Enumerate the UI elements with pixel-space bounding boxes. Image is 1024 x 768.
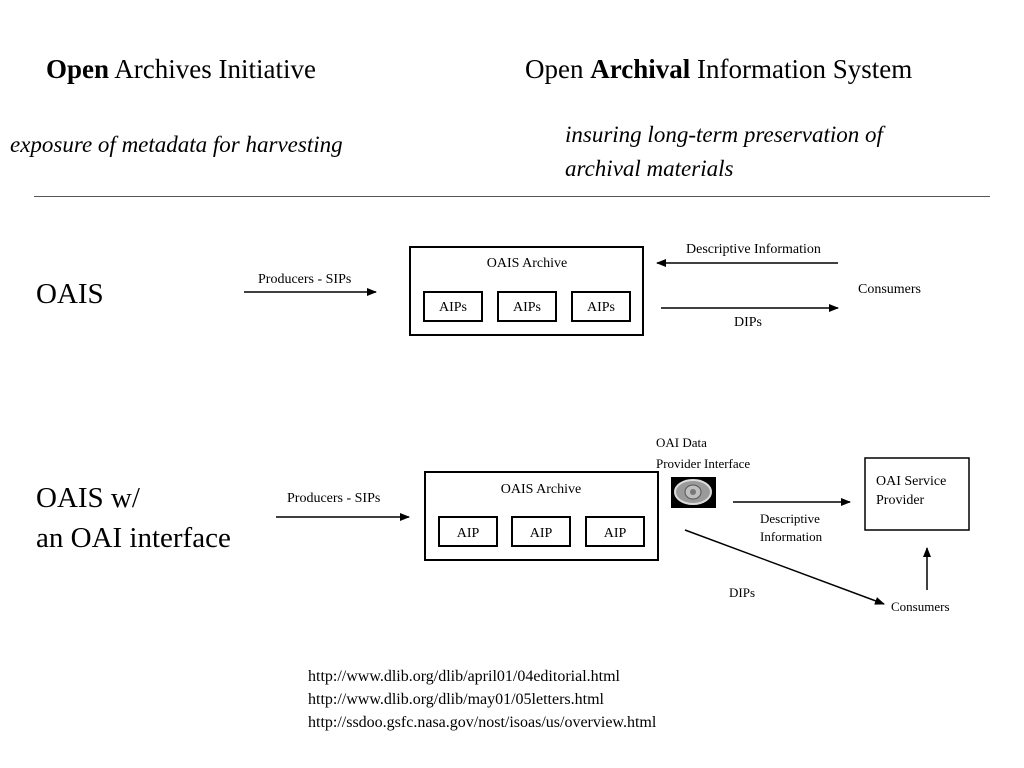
divider-rule <box>34 196 990 197</box>
aip-box-3-label: AIPs <box>587 300 615 315</box>
heading-oai-bold: Open <box>46 54 110 84</box>
oai-service-label-1: OAI Service <box>876 474 946 489</box>
reference-link-3[interactable]: http://ssdoo.gsfc.nasa.gov/nost/isoas/us… <box>308 714 657 731</box>
row-label-oai-1: OAIS w/ <box>36 482 140 514</box>
aip2-box-2-label: AIP <box>530 526 553 541</box>
oai-archive-box <box>424 471 659 561</box>
aip-box-1 <box>423 291 483 322</box>
row-label-oais: OAIS <box>36 278 104 310</box>
aip-box-3 <box>571 291 631 322</box>
oais-consumers-label: Consumers <box>858 282 921 297</box>
oai-descriptive-label-2: Information <box>760 529 823 544</box>
oai-dips-label: DIPs <box>729 585 755 600</box>
oai-interface-label-1: OAI Data <box>656 435 707 450</box>
subtitle-oai: exposure of metadata for harvesting <box>10 132 343 157</box>
heading-oais: Open Archival Information System <box>525 54 912 85</box>
subtitle-oais-1: insuring long-term preservation of <box>565 122 883 147</box>
oai-producers-label: Producers - SIPs <box>287 491 380 506</box>
oai-service-label-2: Provider <box>876 493 925 508</box>
aip2-box-3-label: AIP <box>604 526 627 541</box>
heading-oais-bold: Archival <box>590 54 691 84</box>
reference-link-1[interactable]: http://www.dlib.org/dlib/april01/04edito… <box>308 668 620 685</box>
aip-box-2-label: AIPs <box>513 300 541 315</box>
aip2-box-3 <box>585 516 645 547</box>
oai-service-provider-box <box>864 457 970 531</box>
subtitle-oais-2: archival materials <box>565 156 734 181</box>
aip2-box-2 <box>511 516 571 547</box>
oais-descriptive-label: Descriptive Information <box>686 242 821 257</box>
oai-descriptive-label-1: Descriptive <box>760 511 820 526</box>
aip2-box-1 <box>438 516 498 547</box>
aip2-box-1-label: AIP <box>457 526 480 541</box>
heading-oai: Open Archives Initiative <box>46 54 316 85</box>
oais-producers-label: Producers - SIPs <box>258 272 351 287</box>
oais-archive-title: OAIS Archive <box>487 256 568 271</box>
oais-archive-box <box>409 246 644 336</box>
oai-interface-label-2: Provider Interface <box>656 456 750 471</box>
heading-oai-rest: Archives Initiative <box>109 54 316 84</box>
row-label-oai-2: an OAI interface <box>36 522 231 554</box>
oai-archive-title: OAIS Archive <box>501 482 582 497</box>
oais-dips-label: DIPs <box>734 315 762 330</box>
aip-box-2 <box>497 291 557 322</box>
oai-consumers-label: Consumers <box>891 599 950 614</box>
heading-oais-pre: Open <box>525 54 591 84</box>
aip-box-1-label: AIPs <box>439 300 467 315</box>
oai-interface-icon <box>671 477 716 508</box>
reference-link-2[interactable]: http://www.dlib.org/dlib/may01/05letters… <box>308 691 604 708</box>
heading-oais-rest: Information System <box>690 54 913 84</box>
references: http://www.dlib.org/dlib/april01/04edito… <box>308 665 656 734</box>
oai-dips-arrow <box>684 529 885 605</box>
